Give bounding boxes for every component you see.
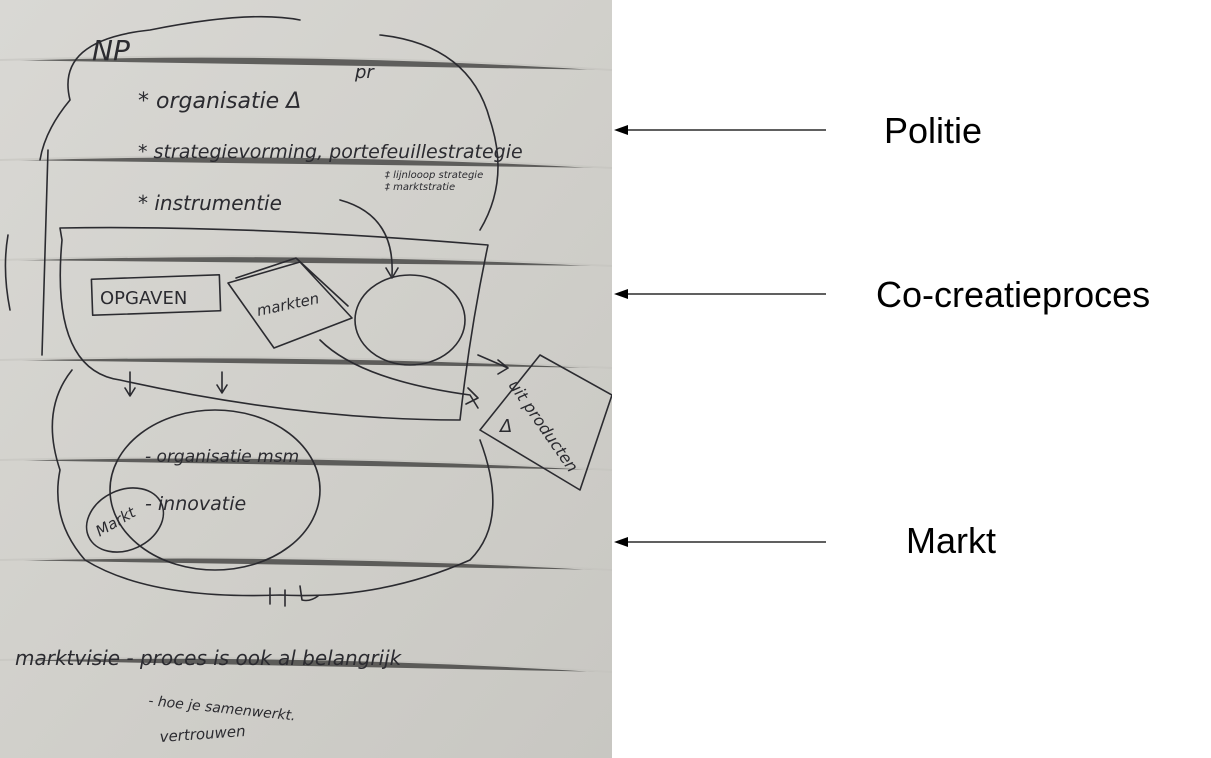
note-vertrouwen: vertrouwen bbox=[159, 722, 246, 746]
note-organisatie: * organisatie Δ bbox=[138, 89, 301, 114]
process-circle bbox=[354, 274, 466, 366]
left-bracket-stroke bbox=[41, 149, 49, 356]
curved-return-arrow bbox=[319, 339, 479, 409]
left-margin-stroke bbox=[4, 234, 11, 311]
cocreatie-shape bbox=[59, 226, 489, 421]
instrumentie-arrow bbox=[339, 199, 399, 279]
uitproducten-box bbox=[479, 354, 612, 491]
markt-cloud bbox=[51, 369, 494, 597]
note-pr: pr bbox=[354, 62, 375, 83]
markt-small-oval bbox=[85, 487, 165, 553]
markten-box bbox=[227, 257, 353, 349]
note-lijnstrategie: ‡ lijnlooop strategie bbox=[384, 170, 483, 181]
paper-background bbox=[0, 0, 612, 758]
politie-cloud bbox=[39, 15, 499, 231]
arrowhead-politie bbox=[614, 125, 628, 135]
note-marktstrategie: ‡ marktstratie bbox=[384, 182, 455, 193]
note-innovatie: - innovatie bbox=[145, 493, 246, 515]
note-org-msm: - organisatie msm bbox=[145, 447, 299, 467]
arrow-to-uitproducten bbox=[477, 354, 509, 375]
roots-strokes bbox=[269, 585, 319, 607]
markt-inner-circle bbox=[109, 409, 321, 571]
down-arrow-2 bbox=[216, 371, 228, 394]
label-markt: Markt bbox=[906, 520, 996, 561]
note-instrumentie: * instrumentie bbox=[138, 191, 282, 215]
label-cocreatieproces: Co-creatieproces bbox=[876, 274, 1151, 315]
down-arrow-1 bbox=[124, 371, 136, 397]
note-marktvisie: marktvisie - proces is ook al belangrijk bbox=[15, 646, 403, 670]
whiteboard-photo: NP pr * organisatie Δ * strategievorming… bbox=[0, 0, 612, 758]
note-delta: Δ bbox=[498, 416, 512, 437]
opgaven-box bbox=[90, 273, 222, 317]
note-opgaven: OPGAVEN bbox=[100, 288, 187, 309]
note-strategievorming: * strategievorming, portefeuillestrategi… bbox=[138, 141, 523, 163]
note-np: NP bbox=[92, 34, 130, 67]
arrowhead-cocreatie bbox=[614, 289, 628, 299]
arrowhead-markt bbox=[614, 537, 628, 547]
label-politie: Politie bbox=[884, 110, 983, 151]
